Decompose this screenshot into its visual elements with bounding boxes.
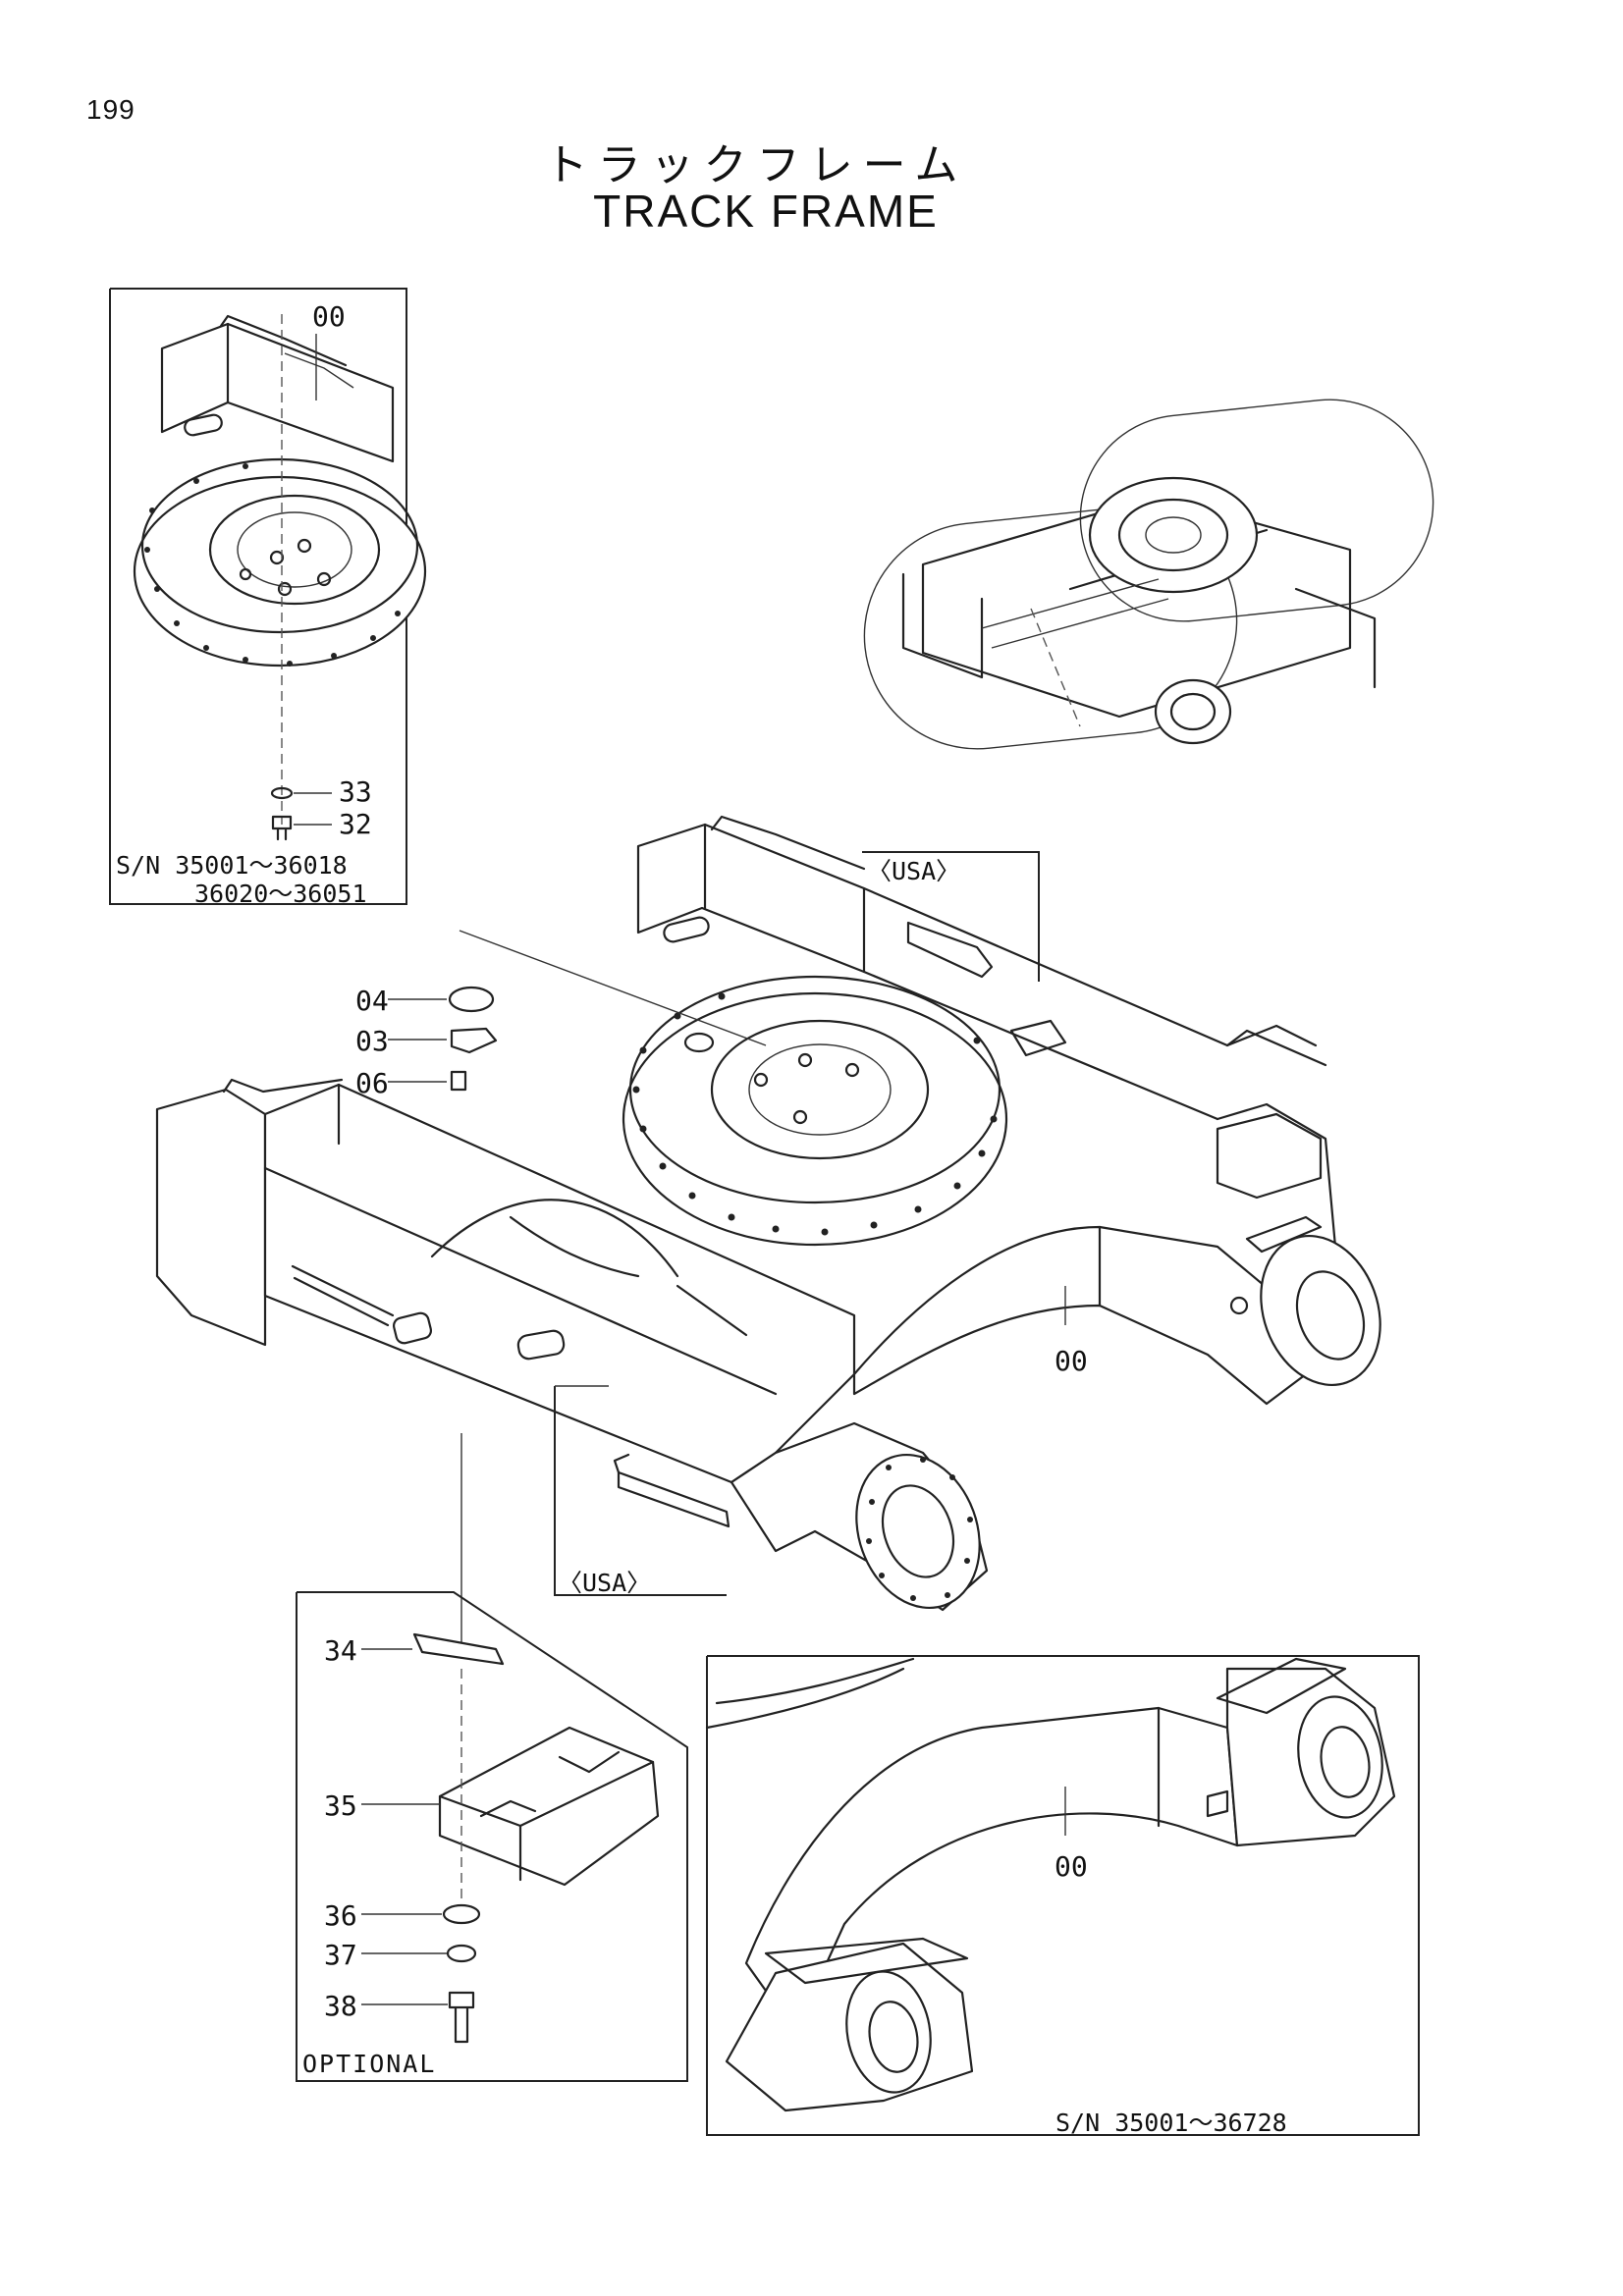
callout-36: 36 [324,1899,357,1932]
usa-tag-bottom: 〈USA〉 [558,1569,652,1597]
idler-bolt-holes [866,1457,973,1601]
optional-caption: OPTIONAL [302,2050,437,2078]
callout-38: 38 [324,1990,357,2022]
optional-inset-frame [296,1591,688,2082]
callout-34: 34 [324,1634,357,1667]
callout-04: 04 [355,985,389,1017]
inset-bottom-right-frame [706,1655,1420,2136]
callout-06: 06 [355,1067,389,1099]
usa-tag-top: 〈USA〉 [867,857,961,885]
callout-37: 37 [324,1939,357,1971]
inset-part-label-00: 00 [312,300,346,333]
optional-inset-drawing [361,1632,660,2044]
inset-top-left-drawing [133,314,427,841]
title-english: TRACK FRAME [593,186,939,237]
serial-range-inset-top-line2: 36020～36051 [194,880,367,908]
main-ring-bolt-holes [632,992,998,1236]
serial-range-inset-top: S/N 35001～36018 [116,851,348,880]
serial-range-inset-bottom: S/N 35001～36728 [1055,2109,1287,2137]
overview-assembly [863,399,1434,750]
title-japanese: トラックフレーム [544,140,968,190]
main-callout-leaders [388,986,1066,1659]
callout-32: 32 [339,808,372,840]
ring-bolt-holes [144,463,401,667]
inset-bottom-right-drawing [705,1657,1396,2112]
callout-00-main: 00 [1055,1345,1088,1377]
callout-33: 33 [339,775,372,808]
inset-top-left-frame [109,288,407,905]
main-track-frame [155,815,1381,1612]
callout-35: 35 [324,1789,357,1822]
inset-bottom-part-label-00: 00 [1055,1850,1088,1883]
page-number: 199 [86,94,135,125]
callout-03: 03 [355,1025,389,1057]
